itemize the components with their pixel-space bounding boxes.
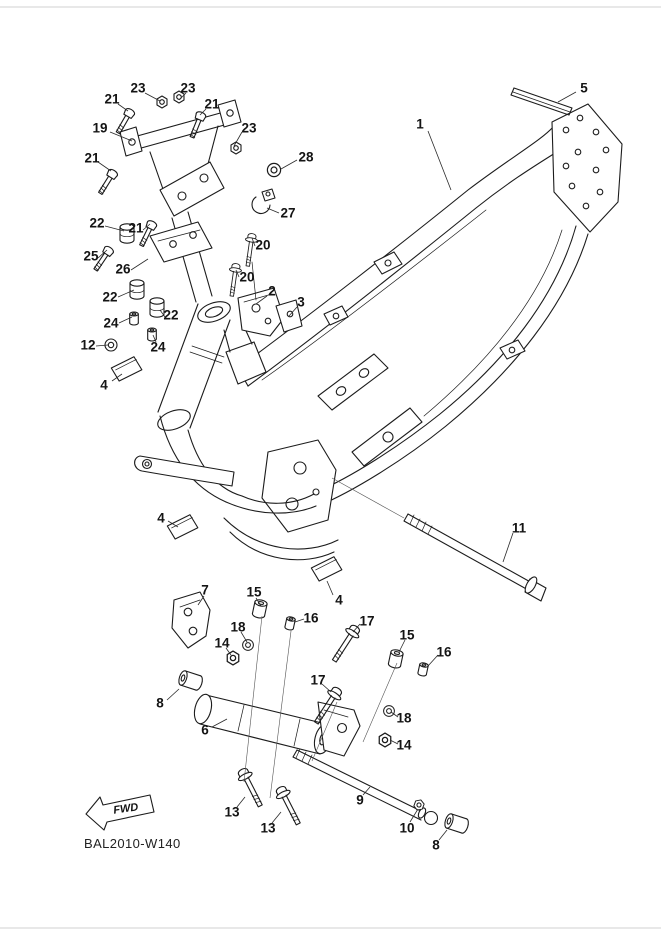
callout-label: 18 [396, 710, 412, 726]
callout-label: 23 [180, 80, 196, 96]
callout-label: 15 [246, 584, 262, 600]
callout-label: 16 [303, 610, 319, 626]
callout-label: 22 [102, 289, 118, 305]
callout-label: 23 [130, 80, 146, 96]
callout-label: 22 [89, 215, 105, 231]
callout-label: 10 [399, 820, 415, 836]
callout-label: 11 [511, 520, 527, 536]
callout-label: 13 [224, 804, 240, 820]
callout-label: 21 [204, 96, 220, 112]
callout-label: 28 [298, 149, 314, 165]
callout-label: 6 [201, 722, 209, 738]
fwd-arrow-icon: FWD [85, 794, 155, 831]
callout-label: 12 [80, 337, 96, 353]
callout-label: 4 [100, 377, 108, 393]
fwd-label: FWD [113, 801, 140, 816]
callout-label: 2 [268, 283, 276, 299]
front-bracket-cluster [119, 99, 303, 337]
pivot-bolt [403, 513, 547, 602]
callout-label: 21 [128, 220, 144, 236]
callout-label: 19 [92, 120, 108, 136]
callout-label: 4 [157, 510, 165, 526]
callout-label: 17 [359, 613, 375, 629]
callout-label: 14 [396, 737, 412, 753]
callout-label: 20 [255, 237, 271, 253]
link-assembly [171, 591, 471, 835]
callout-label: 22 [163, 307, 179, 323]
callout-label: 15 [399, 627, 415, 643]
callout-label: 13 [260, 820, 276, 836]
callout-label: 24 [103, 315, 119, 331]
callout-label: 8 [156, 695, 164, 711]
callout-label: 3 [297, 294, 305, 310]
callout-label: 20 [239, 269, 255, 285]
callout-label: 21 [104, 91, 120, 107]
callout-label: 4 [335, 592, 343, 608]
reinforcement-strip [510, 87, 573, 116]
leader-lines [95, 91, 577, 841]
callout-label: 17 [310, 672, 326, 688]
assembly-axis-lines [243, 477, 405, 799]
callout-label: 27 [280, 205, 296, 221]
callout-label: 9 [356, 792, 364, 808]
scan-edges [0, 6, 661, 929]
callout-label: 21 [84, 150, 100, 166]
steering-head [134, 301, 339, 561]
callout-label: 8 [432, 837, 440, 853]
callout-label: 5 [580, 80, 588, 96]
callout-label: 25 [83, 248, 99, 264]
frame-body [223, 103, 623, 533]
callout-label: 24 [150, 339, 166, 355]
callout-label: 14 [214, 635, 230, 651]
diagram-code: BAL2010-W140 [84, 836, 181, 851]
callout-label: 7 [201, 582, 209, 598]
callout-label: 26 [115, 261, 131, 277]
callout-label: 16 [436, 644, 452, 660]
callout-label: 23 [241, 120, 257, 136]
callout-label: 1 [416, 116, 424, 132]
callout-label: 18 [230, 619, 246, 635]
